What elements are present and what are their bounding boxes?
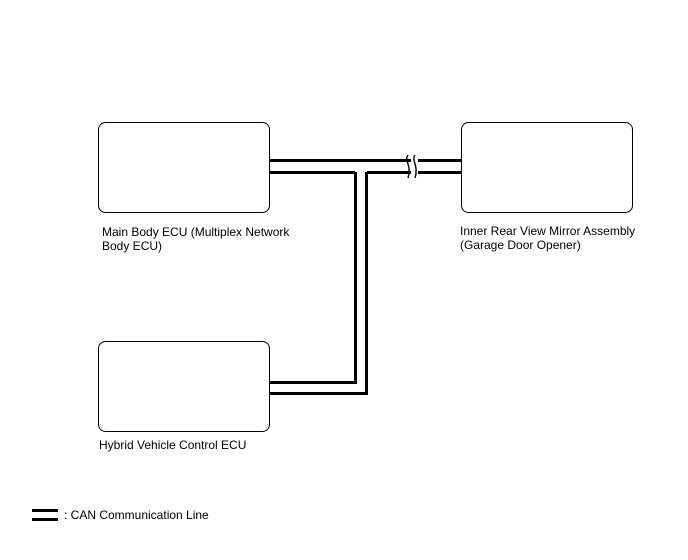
hybrid-vehicle-control-ecu-label: Hybrid Vehicle Control ECU xyxy=(99,438,246,452)
legend-text: : CAN Communication Line xyxy=(64,508,209,522)
hybrid-vehicle-control-ecu-box xyxy=(98,341,270,432)
inner-rear-view-mirror-label-line1: Inner Rear View Mirror Assembly xyxy=(460,224,636,238)
main-body-ecu-box xyxy=(98,122,270,213)
legend-label: : CAN Communication Line xyxy=(64,508,209,522)
main-body-ecu-label-line1: Main Body ECU (Multiplex Network xyxy=(102,225,290,239)
main-body-ecu-label: Main Body ECU (Multiplex Network Body EC… xyxy=(102,225,289,253)
can-bus-branch-to-hybrid xyxy=(270,172,368,395)
inner-rear-view-mirror-label-line2: (Garage Door Opener) xyxy=(460,238,581,252)
line-break-mark xyxy=(406,154,417,179)
double-line-icon xyxy=(32,509,58,521)
can-bus-main-to-mirror xyxy=(270,159,461,174)
inner-rear-view-mirror-box xyxy=(461,122,633,213)
inner-rear-view-mirror-label: Inner Rear View Mirror Assembly (Garage … xyxy=(460,224,635,252)
main-body-ecu-label-line2: Body ECU) xyxy=(102,239,163,253)
hybrid-vehicle-control-ecu-label-text: Hybrid Vehicle Control ECU xyxy=(99,438,247,452)
